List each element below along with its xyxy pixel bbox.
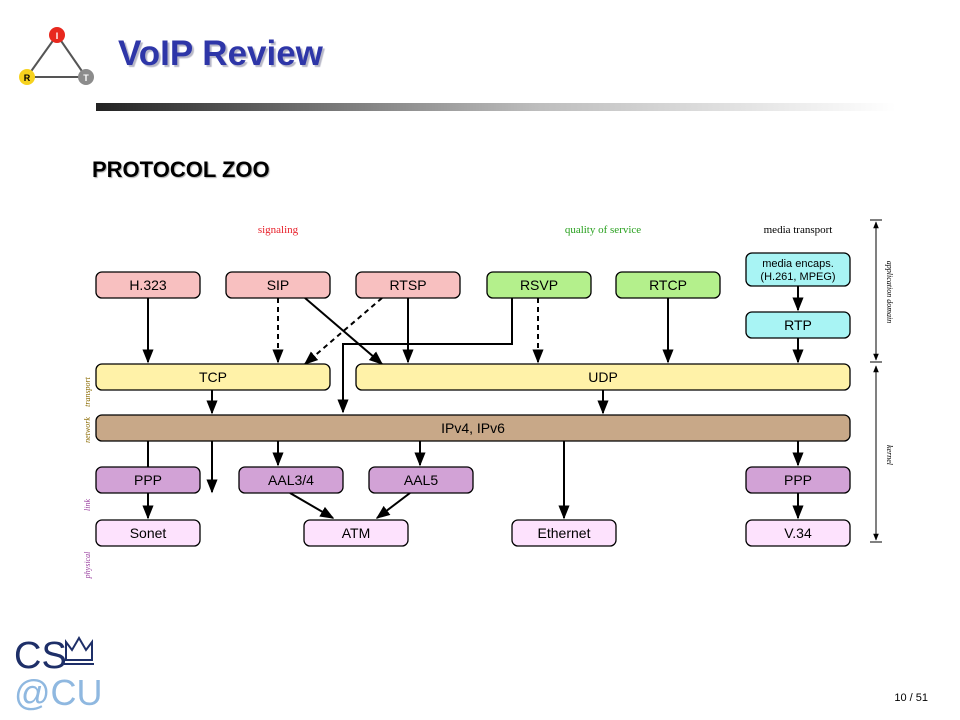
box-ethernet: Ethernet [511,519,617,547]
irt-label-i: I [56,31,59,41]
irt-label-t: T [83,73,89,83]
protocol-arrows [142,286,804,520]
box-ip: IPv4, IPv6 [95,414,851,442]
svg-text:AAL5: AAL5 [404,472,438,488]
box-ppp-left: PPP [95,466,201,494]
logo-cs-text: CS [14,635,67,677]
box-rsvp: RSVP [486,271,592,299]
box-media-encaps: media encaps. (H.261, MPEG) [745,252,851,287]
box-rtcp: RTCP [615,271,721,299]
svg-text:TCP: TCP [199,369,227,385]
category-media-transport: media transport [764,224,833,236]
irt-node-r [19,69,35,85]
box-ppp-right: PPP [745,466,851,494]
logo-cu-text: @CU [14,672,103,713]
domain-bracket-application [870,219,882,363]
box-atm: ATM [303,519,409,547]
svg-text:media encaps.: media encaps. [762,258,834,270]
box-aal5: AAL5 [368,466,474,494]
irt-logo: I R T [19,27,94,85]
svg-text:RTCP: RTCP [649,277,687,293]
irt-label-r: R [24,73,31,83]
box-sip: SIP [225,271,331,299]
svg-text:PPP: PPP [134,472,162,488]
layer-label-link: link [83,499,92,511]
svg-text:RTP: RTP [784,317,812,333]
slide-title: VoIP Review [118,34,323,73]
title-divider [96,103,896,111]
layer-label-network: network [83,417,92,443]
crown-icon [64,636,94,665]
page-number: 10 / 51 [894,692,928,704]
domain-label-kernel: kernel [885,445,894,466]
box-aal34: AAL3/4 [238,466,344,494]
domain-bracket-kernel [870,365,882,543]
svg-text:RSVP: RSVP [520,277,558,293]
layer-label-transport: transport [83,376,92,407]
box-rtp: RTP [745,311,851,339]
irt-node-i [49,27,65,43]
irt-node-t [78,69,94,85]
svg-text:RTSP: RTSP [389,277,426,293]
svg-text:Ethernet: Ethernet [538,525,591,541]
box-v34: V.34 [745,519,851,547]
svg-text:Sonet: Sonet [130,525,167,541]
box-h323: H.323 [95,271,201,299]
layer-label-physical: physical [83,551,92,579]
category-signaling: signaling [258,224,299,236]
svg-text:H.323: H.323 [129,277,167,293]
cs-cu-logo: CS @CU [14,635,103,713]
svg-text:IPv4, IPv6: IPv4, IPv6 [441,420,505,436]
category-qos: quality of service [565,224,641,236]
svg-text:V.34: V.34 [784,525,812,541]
box-rtsp: RTSP [355,271,461,299]
svg-text:ATM: ATM [342,525,371,541]
box-sonet: Sonet [95,519,201,547]
section-title: PROTOCOL ZOO [92,157,270,182]
box-udp: UDP [355,363,851,391]
box-tcp: TCP [95,363,331,391]
svg-text:AAL3/4: AAL3/4 [268,472,314,488]
svg-text:(H.261, MPEG): (H.261, MPEG) [760,271,835,283]
svg-text:PPP: PPP [784,472,812,488]
svg-text:SIP: SIP [267,277,290,293]
domain-label-application: application domain [885,261,894,323]
svg-text:UDP: UDP [588,369,618,385]
